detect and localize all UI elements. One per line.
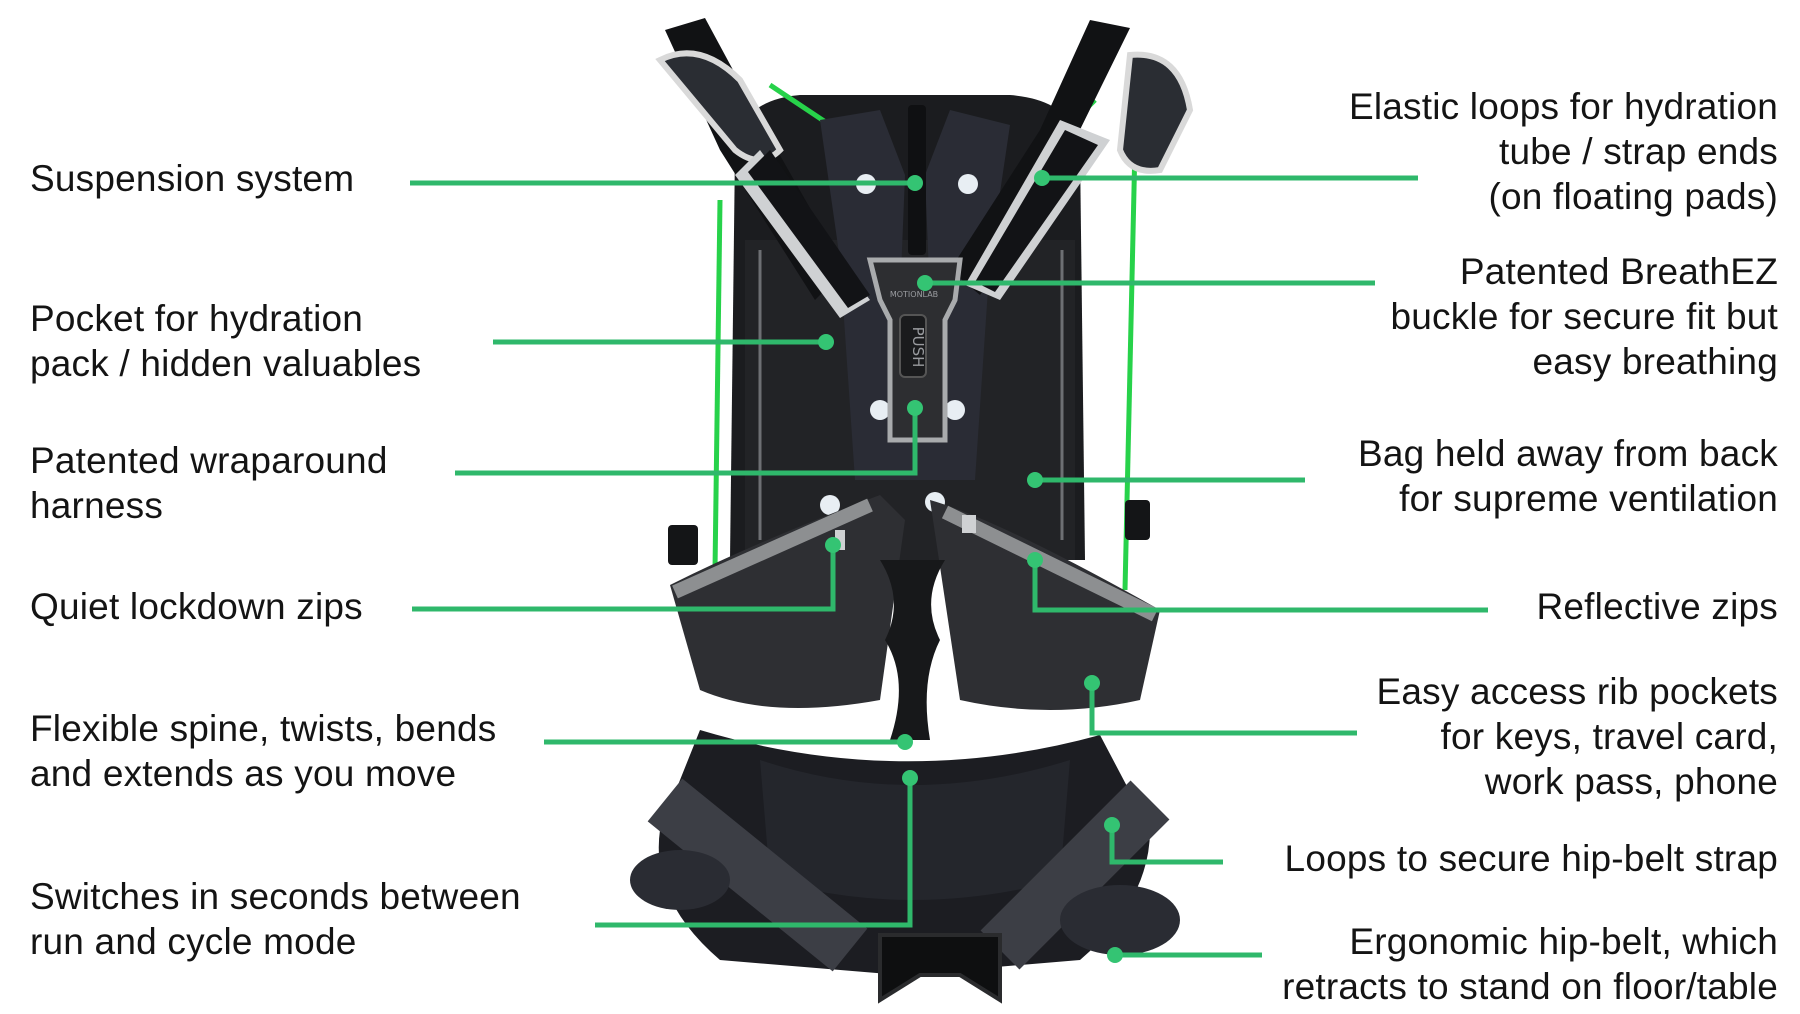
callout-dot [1034,170,1050,186]
leader-line-quiet-zips [412,545,836,612]
label-line: Switches in seconds between [30,876,521,917]
callout-dot [897,734,913,750]
label-pocket: Pocket for hydration pack / hidden valua… [30,296,421,386]
callout-dot [818,334,834,350]
label-ventilation: Bag held away from back for supreme vent… [1358,431,1778,521]
label-line: Pocket for hydration [30,298,364,339]
label-spine: Flexible spine, twists, bends and extend… [30,706,496,796]
label-line: Suspension system [30,158,355,199]
callout-dot [825,537,841,553]
label-line: harness [30,485,164,526]
label-line: easy breathing [1532,341,1778,382]
label-switches: Switches in seconds between run and cycl… [30,874,521,964]
callout-dot [907,400,923,416]
leader-line-hip-loops [1109,825,1223,865]
label-line: Patented wraparound [30,440,388,481]
label-line: for keys, travel card, [1440,716,1778,757]
callout-dot [1107,947,1123,963]
label-line: for supreme ventilation [1399,478,1778,519]
callout-dot [902,770,918,786]
callout-dot [1027,552,1043,568]
label-line: retracts to stand on floor/table [1282,966,1778,1007]
label-hip-belt: Ergonomic hip-belt, which retracts to st… [1282,919,1778,1009]
label-elastic-loops: Elastic loops for hydration tube / strap… [1349,84,1778,219]
callout-dot [1084,675,1100,691]
label-line: Reflective zips [1536,586,1778,627]
callout-dot [1027,472,1043,488]
label-line: run and cycle mode [30,921,357,962]
label-line: (on floating pads) [1488,176,1778,217]
label-line: tube / strap ends [1498,131,1778,172]
svg-text:MOTIONLAB: MOTIONLAB [890,290,938,299]
leader-line-rib-pockets [1089,683,1357,736]
leader-line-harness [455,408,918,476]
label-harness: Patented wraparound harness [30,438,388,528]
label-line: pack / hidden valuables [30,343,422,384]
label-line: Quiet lockdown zips [30,586,363,627]
label-hip-loops: Loops to secure hip-belt strap [1285,836,1778,881]
label-suspension: Suspension system [30,156,354,201]
label-line: Easy access rib pockets [1376,671,1778,712]
label-line: and extends as you move [30,753,457,794]
label-line: buckle for secure fit but [1390,296,1778,337]
label-line: work pass, phone [1484,761,1778,802]
label-line: Patented BreathEZ [1459,251,1778,292]
label-rib-pockets: Easy access rib pockets for keys, travel… [1377,669,1778,804]
label-reflective-zips: Reflective zips [1536,584,1778,629]
leader-line-switches [595,778,913,928]
label-breathez: Patented BreathEZ buckle for secure fit … [1390,249,1778,384]
label-line: Flexible spine, twists, bends [30,708,497,749]
label-line: Loops to secure hip-belt strap [1284,838,1778,879]
callout-dot [917,275,933,291]
label-line: Bag held away from back [1357,433,1778,474]
svg-text:PUSH: PUSH [909,327,927,368]
leader-line-reflective-zips [1032,560,1488,613]
callout-dot [907,175,923,191]
label-line: Ergonomic hip-belt, which [1349,921,1778,962]
callout-dot [1104,817,1120,833]
label-quiet-zips: Quiet lockdown zips [30,584,363,629]
label-line: Elastic loops for hydration [1348,86,1778,127]
